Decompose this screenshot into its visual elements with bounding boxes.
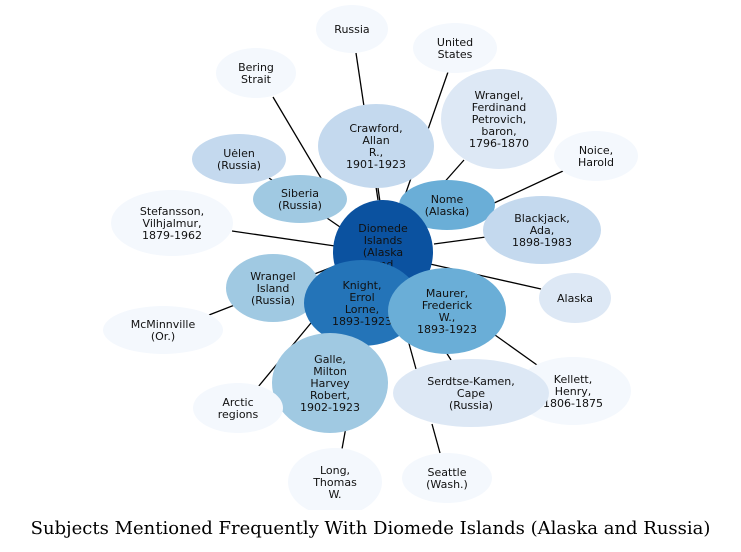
node-label: Kellett,Henry,1806-1875 (543, 373, 603, 410)
node-bubble (272, 333, 388, 433)
node-bubble (483, 196, 601, 264)
edge-line (494, 334, 538, 366)
node-serdtse-kamen: Serdtse-Kamen,Cape(Russia) (393, 359, 549, 427)
node-bubble (318, 104, 434, 188)
node-stefansson: Stefansson,Vilhjalmur,1879-1962 (111, 190, 233, 256)
node-bubble (253, 175, 347, 223)
node-label: Nome(Alaska) (425, 193, 470, 218)
node-bubble (111, 190, 233, 256)
node-uelen: Uėlen(Russia) (192, 134, 286, 184)
node-label: Blackjack,Ada,1898-1983 (512, 212, 572, 249)
node-label: Siberia(Russia) (278, 187, 322, 212)
node-blackjack-ada: Blackjack,Ada,1898-1983 (483, 196, 601, 264)
node-label: McMinnville(Or.) (131, 318, 196, 343)
node-kellett: Kellett,Henry,1806-1875 (515, 357, 631, 425)
node-label: Stefansson,Vilhjalmur,1879-1962 (140, 205, 204, 242)
edge-line (377, 187, 381, 203)
node-bubble (413, 23, 497, 73)
node-nome: Nome(Alaska) (399, 180, 495, 230)
node-bubble (402, 453, 492, 503)
node-bubble (539, 273, 611, 323)
node-bubble (441, 69, 557, 169)
edge-line (491, 170, 564, 205)
edge-line (433, 236, 487, 245)
node-siberia: Siberia(Russia) (253, 175, 347, 223)
node-label: Noice,Harold (578, 144, 614, 169)
node-bubble (103, 306, 223, 354)
node-bubble (399, 180, 495, 230)
node-russia: Russia (316, 5, 388, 53)
node-bubble (388, 268, 506, 354)
node-bubble (216, 48, 296, 98)
node-label: Uėlen(Russia) (217, 147, 261, 172)
node-label: Alaska (557, 292, 593, 305)
node-bubble (226, 254, 320, 322)
node-label: Serdtse-Kamen,Cape(Russia) (427, 375, 515, 412)
node-bubble (393, 359, 549, 427)
node-alaska: Alaska (539, 273, 611, 323)
node-bubble (316, 5, 388, 53)
diagram-title: Subjects Mentioned Frequently With Diome… (30, 518, 711, 539)
edge-line (431, 423, 441, 454)
node-seattle: Seattle(Wash.) (402, 453, 492, 503)
node-bubble (554, 131, 638, 181)
node-mcminnville: McMinnville(Or.) (103, 306, 223, 354)
node-label: Russia (334, 23, 369, 36)
node-noice-harold: Noice,Harold (554, 131, 638, 181)
node-label: Seattle(Wash.) (426, 466, 468, 491)
node-bubble (193, 383, 283, 433)
node-bubble (515, 357, 631, 425)
edge-line (231, 230, 336, 247)
node-bubble (192, 134, 286, 184)
node-bubble (288, 448, 382, 510)
